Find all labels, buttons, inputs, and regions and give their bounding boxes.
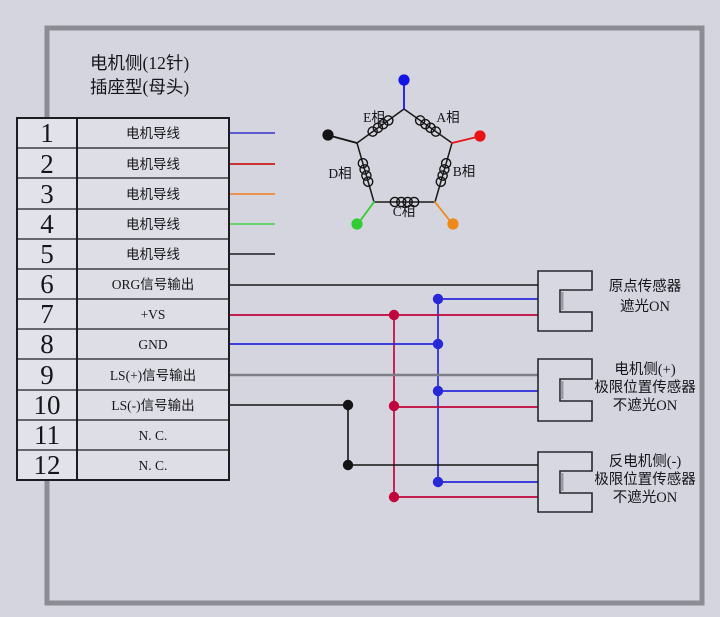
- origin-sensor-symbol: [537, 270, 593, 332]
- motor-side-limit-label-line2: 极限位置传感器: [594, 379, 696, 396]
- motor-lead-black: [330, 135, 358, 144]
- pin-number: 11: [34, 420, 60, 450]
- pin-table-rows: 1 电机导线 2 电机导线 3 电机导线 4 电机导线 5 电机导线 6 ORG…: [34, 118, 197, 480]
- black-junction-dot: [342, 459, 354, 471]
- pin-label: LS(+)信号输出: [110, 368, 196, 383]
- blue-junction-dot: [432, 385, 444, 397]
- sensor-labels: 原点传感器 遮光ON 电机侧(+) 极限位置传感器 不遮光ON 反电机侧(-) …: [594, 278, 696, 506]
- motor-terminal-orange-dot: [447, 218, 459, 230]
- coil-phase-c: [389, 196, 420, 208]
- phase-c-label: C相: [393, 204, 416, 219]
- blue-junction-dot: [432, 338, 444, 350]
- coil-phase-a: [414, 115, 442, 137]
- pin-label: 电机导线: [126, 187, 180, 202]
- anti-motor-side-limit-label-line2: 极限位置传感器: [594, 471, 696, 488]
- red-junction-dot: [388, 491, 400, 503]
- pin-number: 4: [40, 209, 54, 239]
- pin-label: 电机导线: [126, 217, 180, 232]
- origin-sensor-label-line2: 遮光ON: [620, 298, 670, 315]
- motor-lead-red: [451, 136, 478, 144]
- anti-motor-side-limit-label-line3: 不遮光ON: [613, 489, 678, 506]
- sensor-symbols: [537, 270, 593, 513]
- connector-title-line2: 插座型(母头): [90, 77, 189, 97]
- connector-title: 电机侧(12针) 插座型(母头): [90, 53, 189, 97]
- motor-side-limit-label-line3: 不遮光ON: [613, 397, 678, 414]
- coil-phase-e: [367, 115, 394, 137]
- pin-number: 8: [40, 329, 54, 359]
- pin-number: 12: [34, 450, 61, 480]
- motor-terminal-black-dot: [322, 129, 334, 141]
- pin-number: 10: [34, 390, 61, 420]
- motor-lead-green: [359, 201, 375, 222]
- red-junction-dot: [388, 309, 400, 321]
- pin-number: 9: [40, 360, 54, 390]
- phase-e-label: E相: [363, 110, 385, 125]
- pin-label: +VS: [141, 307, 166, 322]
- pin-label: ORG信号输出: [112, 277, 195, 292]
- pin-label: GND: [138, 337, 167, 352]
- coil-phase-d: [357, 157, 374, 188]
- connector-title-line1: 电机侧(12针): [90, 53, 189, 73]
- motor-terminal-blue-dot: [398, 74, 410, 86]
- phase-b-label: B相: [453, 164, 476, 179]
- pin-number: 5: [40, 239, 54, 269]
- red-junction-dot: [388, 400, 400, 412]
- phase-a-label: A相: [436, 110, 459, 125]
- junction-dots: [342, 293, 444, 503]
- phase-d-label: D相: [328, 166, 351, 181]
- motor-terminal-red-dot: [474, 130, 486, 142]
- anti-motor-side-limit-label-line1: 反电机侧(-): [609, 453, 682, 470]
- pin-number: 2: [40, 149, 54, 179]
- origin-sensor-label-line1: 原点传感器: [609, 278, 682, 295]
- blue-junction-dot: [432, 293, 444, 305]
- motor-side-limit-label-line1: 电机侧(+): [614, 361, 676, 378]
- motor-winding-pentagon: A相 B相 C相 D相 E相: [322, 74, 486, 230]
- pin-number: 3: [40, 179, 54, 209]
- signal-wires: [229, 132, 538, 498]
- anti-motor-side-limit-sensor-symbol: [537, 451, 593, 513]
- pin-table: 1 电机导线 2 电机导线 3 电机导线 4 电机导线 5 电机导线 6 ORG…: [16, 117, 230, 481]
- blue-junction-dot: [432, 476, 444, 488]
- motor-lead-orange: [434, 201, 451, 222]
- coil-phase-b: [435, 157, 452, 188]
- pin-number: 1: [40, 118, 54, 148]
- motor-terminal-green-dot: [351, 218, 363, 230]
- pin-number: 7: [40, 299, 54, 329]
- pin-number: 6: [40, 269, 54, 299]
- phase-coils: [357, 115, 452, 208]
- pin-label: 电机导线: [126, 126, 180, 141]
- pin-label: LS(-)信号输出: [111, 398, 194, 413]
- pin-label: 电机导线: [126, 247, 180, 262]
- pin-label: N. C.: [139, 458, 168, 473]
- pin-label: 电机导线: [126, 157, 180, 172]
- ls-minus-wire: [229, 404, 538, 466]
- black-junction-dot: [342, 399, 354, 411]
- pentagon-sides: [356, 108, 453, 203]
- motor-side-limit-sensor-symbol: [537, 358, 593, 422]
- pin-label: N. C.: [139, 428, 168, 443]
- pin-table-row-lines: [17, 147, 229, 451]
